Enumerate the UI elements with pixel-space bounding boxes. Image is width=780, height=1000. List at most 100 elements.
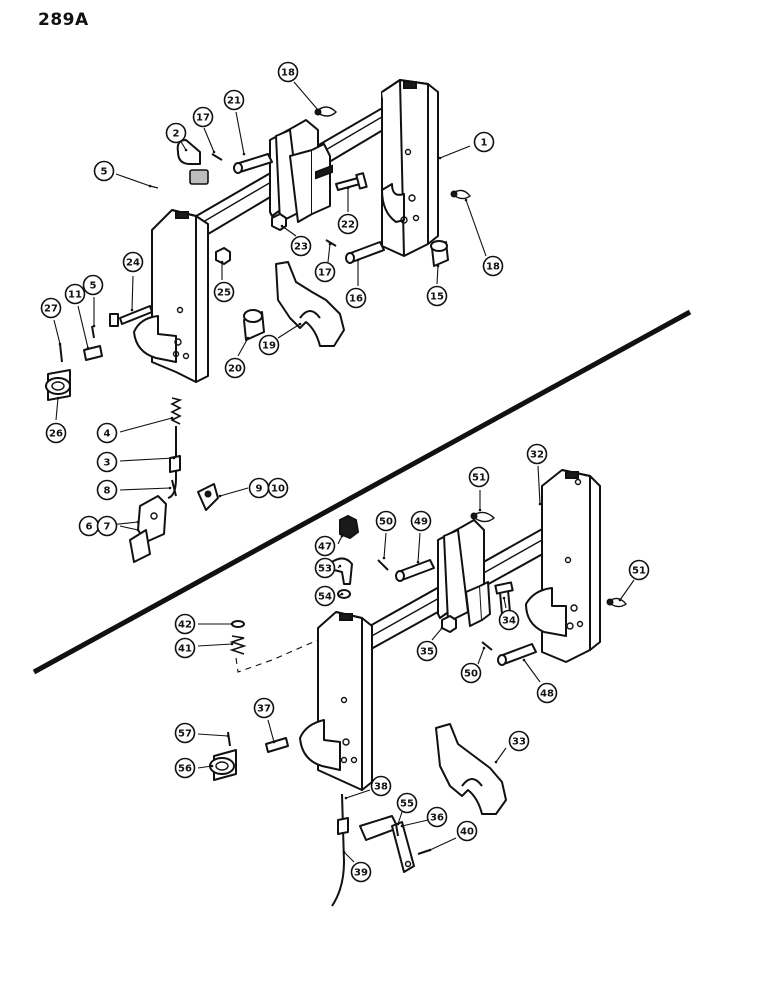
callout-number: 54 — [318, 592, 332, 603]
callout-number: 51 — [632, 566, 646, 577]
callout-leader-tip — [400, 824, 404, 828]
callout-bubble — [456, 820, 478, 842]
upper-right-frame-plate — [381, 79, 439, 257]
callout-number: 35 — [420, 647, 434, 658]
callout-leader-line — [131, 275, 134, 311]
part-57-pin — [227, 731, 231, 747]
callout-leader-line — [267, 719, 275, 743]
callout-number: 47 — [318, 542, 332, 553]
callout-leader-tip — [280, 224, 284, 228]
callout-bubble — [224, 357, 246, 379]
upper-assembly — [45, 79, 471, 563]
part-15-bushing — [430, 240, 449, 267]
callout-55: 55 — [396, 792, 418, 826]
callout-17: 17 — [192, 106, 216, 154]
callout-bubble — [96, 451, 118, 473]
callout-bubble — [165, 122, 187, 144]
callout-leader-line — [439, 145, 471, 159]
callout-leader-tip — [86, 346, 90, 350]
callout-leader-tip — [502, 596, 506, 600]
callout-leader-line — [383, 532, 387, 559]
callout-leader-line — [197, 733, 229, 737]
callout-leader-line — [343, 851, 355, 863]
callout-50: 50 — [375, 510, 397, 560]
callout-number: 24 — [126, 258, 140, 269]
callout-leader-tip — [482, 646, 486, 650]
callout-27: 27 — [40, 297, 62, 346]
callout-leader-tip — [338, 564, 342, 568]
callout-leader-line — [119, 457, 175, 462]
callout-leader-tip — [210, 764, 214, 768]
part-37-pin — [265, 737, 289, 753]
callout-40: 40 — [428, 820, 478, 852]
part-5-pin-left — [91, 325, 95, 339]
callout-number: 6 — [86, 522, 93, 533]
callout-53: 53 — [314, 557, 342, 579]
callout-bubble — [192, 106, 214, 128]
callout-leader-tip — [356, 258, 360, 262]
callout-number: 16 — [349, 294, 363, 305]
callout-bubble — [96, 422, 118, 444]
callout-9: 9 — [218, 477, 270, 499]
part-16-pin — [345, 241, 385, 264]
callout-35: 35 — [416, 626, 444, 662]
callout-leader-tip — [340, 534, 344, 538]
part-24-bolt — [109, 305, 153, 327]
callout-number: 26 — [49, 429, 63, 440]
callout-37: 37 — [253, 697, 276, 744]
callout-leader-line — [327, 243, 331, 263]
part-5-pin-upper — [149, 185, 159, 189]
callout-leader-line — [523, 659, 541, 683]
callout-number: 27 — [44, 304, 58, 315]
part-11-pin — [83, 345, 103, 361]
callout-51: 51 — [618, 559, 650, 602]
callout-bubble — [277, 61, 299, 83]
callout-4: 4 — [96, 416, 174, 444]
callout-number: 21 — [227, 96, 241, 107]
callout-number: 25 — [217, 288, 231, 299]
part-56-bushing — [209, 749, 237, 781]
callout-bubble — [93, 160, 115, 182]
callout-bubble — [498, 609, 520, 631]
part-17-spring-pin-lower — [325, 239, 337, 247]
part-48-pin — [497, 643, 537, 666]
callout-number: 51 — [472, 473, 486, 484]
callout-bubble — [96, 515, 118, 537]
callout-leader-tip — [440, 626, 444, 630]
callout-leader-tip — [298, 322, 302, 326]
part-40-pin — [417, 849, 431, 855]
callout-bubble — [174, 637, 196, 659]
callout-number: 3 — [104, 458, 111, 469]
callout-number: 39 — [354, 868, 368, 879]
callout-bubble — [416, 640, 438, 662]
callout-leader-line — [537, 465, 541, 505]
callout-2: 2 — [165, 122, 188, 152]
callout-bubble — [628, 559, 650, 581]
callout-leader-tip — [538, 502, 542, 506]
callout-leader-tip — [436, 264, 440, 268]
callout-leader-tip — [316, 108, 320, 112]
callout-number: 15 — [430, 292, 444, 303]
callout-leader-tip — [428, 848, 432, 852]
callout-number: 49 — [414, 517, 428, 528]
callout-bubble — [290, 235, 312, 257]
callout-bubble — [473, 131, 495, 153]
callout-number: 57 — [178, 729, 192, 740]
callout-bubble — [350, 861, 372, 883]
callout-leader-tip — [92, 324, 96, 328]
callout-leader-line — [495, 747, 507, 763]
callout-leader-line — [277, 323, 301, 339]
callout-56: 56 — [174, 757, 214, 779]
callout-50: 50 — [460, 646, 486, 684]
callout-bubble — [460, 662, 482, 684]
part-2-clip — [176, 139, 209, 185]
part-18-lynch-pin-top — [314, 106, 337, 117]
part-47-plug — [339, 514, 360, 540]
callout-bubble — [426, 806, 448, 828]
lower-assembly — [209, 469, 627, 907]
callout-32: 32 — [526, 443, 548, 506]
callout-47: 47 — [314, 534, 344, 557]
callout-bubble — [174, 722, 196, 744]
callout-bubble — [370, 775, 392, 797]
